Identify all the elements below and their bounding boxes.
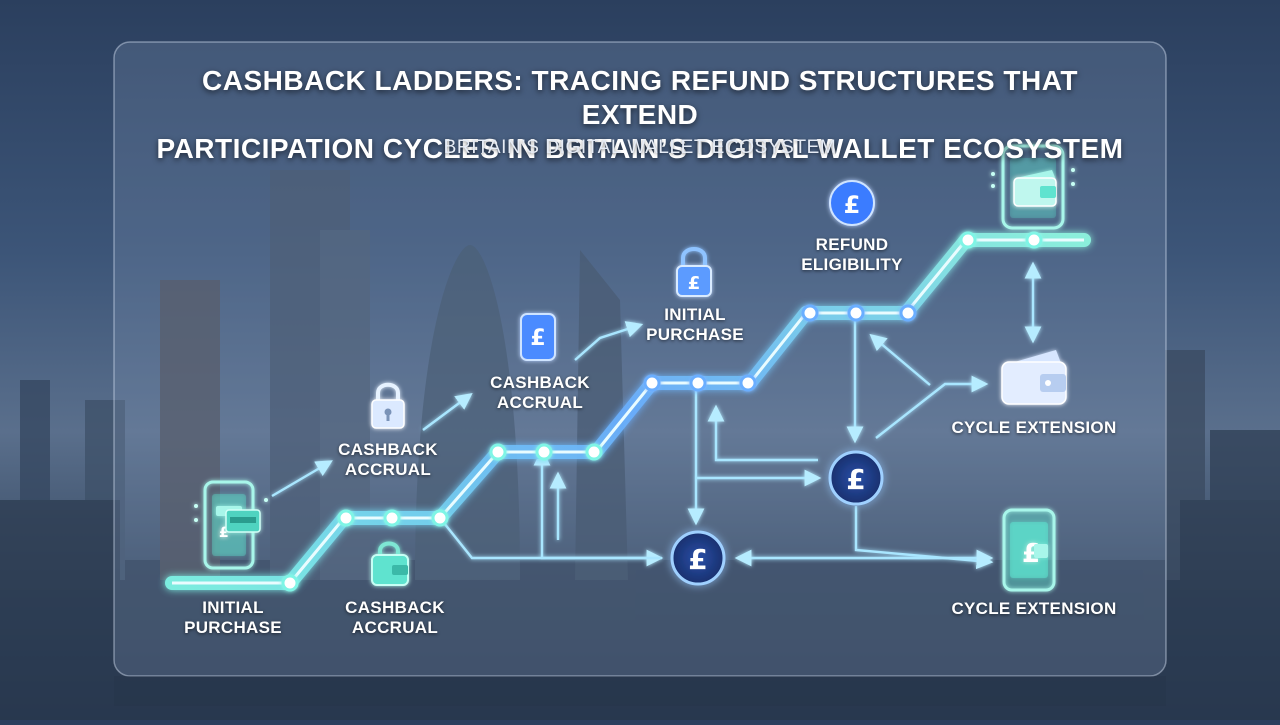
- ladder-node: [959, 231, 977, 249]
- label-cycle-extension-mid: CYCLE EXTENSION: [948, 418, 1120, 438]
- label-refund-eligibility: REFUND ELIGIBILITY: [792, 235, 912, 275]
- pound-padlock-icon: £: [676, 247, 712, 297]
- label-initial-purchase-bottom: INITIAL PURCHASE: [178, 598, 288, 638]
- connector-middle-hub-return: [707, 404, 818, 462]
- pound-card-glyph: £: [530, 326, 545, 351]
- panel-reflection: [114, 676, 1166, 706]
- connector-middle-hub-to-bottom-wallet: [854, 506, 994, 570]
- label-line: CASHBACK: [345, 598, 445, 617]
- pound-hub-lower: £: [670, 530, 726, 586]
- ladder-node: [739, 374, 757, 392]
- padlock-icon: [371, 382, 405, 429]
- label-line: ACCRUAL: [496, 393, 584, 412]
- connector-to-mid-wallet: [875, 375, 989, 439]
- ladder-node: [899, 304, 917, 322]
- pound-hub-middle: £: [828, 450, 884, 506]
- label-initial-purchase-top: INITIAL PURCHASE: [635, 305, 755, 345]
- skyline-backdrop: [0, 170, 1280, 720]
- pound-card-icon: £: [520, 313, 556, 361]
- label-line: CASHBACK: [490, 373, 590, 392]
- pound-padlock-glyph: £: [688, 273, 701, 294]
- label-line: ACCRUAL: [351, 618, 439, 637]
- label-line: ACCRUAL: [344, 460, 432, 479]
- ladder-node: [383, 509, 401, 527]
- wallet-lock-icon: [371, 541, 409, 586]
- title-line-1: CASHBACK LADDERS: TRACING REFUND STRUCTU…: [202, 65, 1078, 130]
- label-line: CYCLE EXTENSION: [951, 599, 1117, 618]
- connector-lower-hub-return: [533, 448, 662, 560]
- label-cashback-accrual-bottom: CASHBACK ACCRUAL: [335, 598, 455, 638]
- connector-initial-to-accrual: [271, 460, 333, 498]
- cashback-ladder: [165, 233, 1091, 590]
- phone-cards-icon: £: [194, 480, 268, 570]
- ladder-core-line: [172, 238, 1084, 585]
- label-line: PURCHASE: [646, 325, 744, 344]
- ladder-node: [801, 304, 819, 322]
- connector-accrual-to-accrual: [422, 392, 473, 431]
- pound-hub-middle-glyph: £: [846, 463, 865, 496]
- connector-wallet-feedback: [869, 333, 931, 386]
- phone-pound-wallet-icon: £: [1002, 508, 1056, 592]
- connector-accrual-to-purchase: [574, 321, 644, 361]
- label-line: PURCHASE: [184, 618, 282, 637]
- label-cycle-extension-bottom: CYCLE EXTENSION: [948, 599, 1120, 619]
- flow-connectors: [271, 261, 1042, 570]
- ladder-node: [847, 304, 865, 322]
- label-line: REFUND: [815, 235, 889, 254]
- ladder-node: [689, 374, 707, 392]
- ladder-node: [489, 443, 507, 461]
- label-line: INITIAL: [202, 598, 264, 617]
- wallet-icon: [1001, 350, 1067, 405]
- pound-hub-lower-glyph: £: [688, 543, 707, 576]
- phone-wallet-icon: [991, 144, 1075, 230]
- label-line: CASHBACK: [338, 440, 438, 459]
- ladder-node: [535, 443, 553, 461]
- pound-phone-glyph: £: [219, 525, 229, 541]
- ladder-node: [431, 509, 449, 527]
- pound-badge-icon: £: [829, 180, 875, 226]
- ladder-node: [337, 509, 355, 527]
- ladder-node: [643, 374, 661, 392]
- pound-badge-glyph: £: [844, 191, 861, 219]
- label-line: CYCLE EXTENSION: [951, 418, 1117, 437]
- label-cashback-accrual-upper: CASHBACK ACCRUAL: [480, 373, 600, 413]
- ladder-node: [1025, 231, 1043, 249]
- diagram-subtitle: BRITAIN’S DIGITAL WALLET ECOSYSTEM: [443, 137, 837, 158]
- label-line: INITIAL: [664, 305, 726, 324]
- label-cashback-accrual-mid: CASHBACK ACCRUAL: [328, 440, 448, 480]
- ladder-node: [585, 443, 603, 461]
- title-line-2: PARTICIPATION CYCLES IN BRITAIN’S DIGITA…: [156, 133, 1124, 164]
- diagram-title: CASHBACK LADDERS: TRACING REFUND STRUCTU…: [140, 64, 1140, 166]
- ladder-node: [281, 574, 299, 592]
- ladder-nodes: [281, 231, 1043, 592]
- label-line: ELIGIBILITY: [801, 255, 903, 274]
